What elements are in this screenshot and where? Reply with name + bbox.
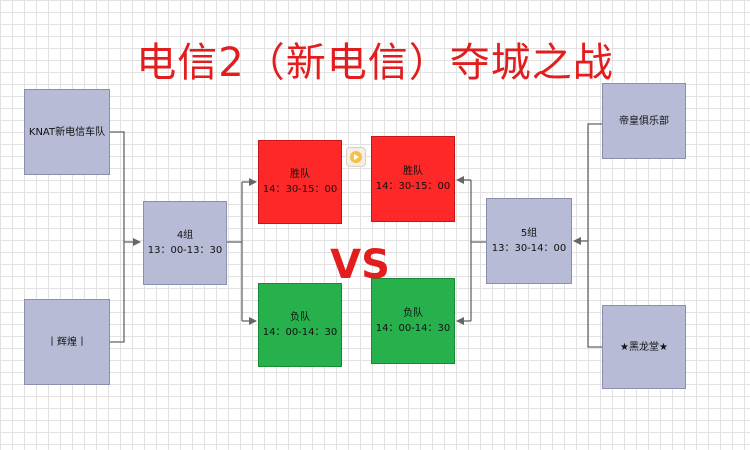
- winner-label: 胜队: [403, 166, 423, 177]
- loser-box-right: 负队 14：00-14：30: [371, 278, 455, 364]
- winner-label: 胜队: [290, 169, 310, 180]
- winner-time: 14：30-15：00: [375, 181, 451, 192]
- group-name: 5组: [520, 228, 538, 239]
- group-box-left: 4组 13：00-13：30: [143, 201, 227, 285]
- page-title: 电信2（新电信）夺城之战: [136, 40, 614, 86]
- team-name: 帝皇俱乐部: [619, 115, 669, 127]
- team-name: ★黑龙堂★: [620, 341, 668, 353]
- connector-left-team1: [110, 131, 125, 242]
- connector-right-team2: [587, 241, 602, 348]
- team-box-right-1: 帝皇俱乐部: [602, 83, 686, 159]
- group-name: 4组: [176, 230, 194, 241]
- winner-box-left: 胜队 14：30-15：00: [258, 140, 342, 224]
- team-box-left-2: 丨辉煌丨: [24, 299, 110, 385]
- team-name: 丨辉煌丨: [47, 336, 87, 348]
- vs-label: VS: [330, 242, 390, 288]
- play-badge-icon[interactable]: [346, 147, 366, 167]
- loser-label: 负队: [290, 312, 310, 323]
- loser-label: 负队: [403, 308, 423, 319]
- group-time: 13：30-14：00: [491, 243, 567, 254]
- winner-box-right: 胜队 14：30-15：00: [371, 136, 455, 222]
- loser-box-left: 负队 14：00-14：30: [258, 283, 342, 367]
- group-time: 13：00-13：30: [147, 245, 223, 256]
- team-box-right-2: ★黑龙堂★: [602, 305, 686, 389]
- group-box-right: 5组 13：30-14：00: [486, 198, 572, 284]
- connector-right-team1: [587, 123, 602, 241]
- loser-time: 14：00-14：30: [262, 327, 338, 338]
- team-name: KNAT新电信车队: [28, 126, 106, 138]
- team-box-left-1: KNAT新电信车队: [24, 89, 110, 175]
- connector-left-team2: [110, 242, 125, 343]
- winner-time: 14：30-15：00: [262, 184, 338, 195]
- loser-time: 14：00-14：30: [375, 323, 451, 334]
